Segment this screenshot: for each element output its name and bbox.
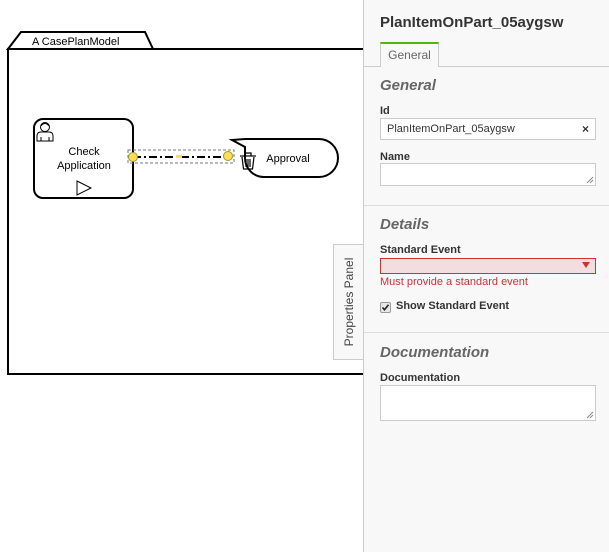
resize-grip-icon[interactable] [586, 411, 594, 419]
resize-grip-icon[interactable] [586, 176, 594, 184]
group-separator [364, 332, 609, 333]
plan-item-on-part-connection[interactable] [127, 149, 235, 164]
group-separator [364, 205, 609, 206]
task-label-line1: Check [68, 146, 100, 158]
name-textarea[interactable] [380, 163, 596, 186]
documentation-label: Documentation [380, 372, 461, 384]
connection-midpoint-handle[interactable] [176, 155, 182, 158]
human-user-icon [36, 122, 54, 142]
diagram-svg: A CasePlanModel Check Application Approv… [5, 31, 364, 375]
show-standard-event-checkbox[interactable] [380, 302, 391, 313]
properties-panel-toggle-label: Properties Panel [341, 257, 356, 347]
trash-icon[interactable] [240, 152, 256, 170]
diagram-canvas[interactable]: A CasePlanModel Check Application Approv… [0, 0, 364, 552]
tab-general[interactable]: General [380, 42, 439, 67]
case-plan-model-label: A CasePlanModel [32, 36, 119, 48]
group-title-general: General [380, 77, 436, 94]
task-label-line2: Application [57, 160, 111, 172]
checkmark-icon [381, 304, 390, 312]
selection-outline [127, 149, 235, 164]
case-plan-model-body[interactable] [7, 48, 364, 375]
show-standard-event-label[interactable]: Show Standard Event [396, 300, 510, 312]
connection-start-handle[interactable] [128, 152, 138, 162]
case-plan-model-tab[interactable]: A CasePlanModel [5, 31, 155, 50]
id-input-value: PlanItemOnPart_05aygsw [387, 123, 515, 135]
standard-event-label: Standard Event [380, 244, 461, 256]
standard-event-error: Must provide a standard event [380, 276, 528, 288]
group-title-details: Details [380, 216, 430, 233]
id-input[interactable]: PlanItemOnPart_05aygsw × [380, 118, 596, 140]
properties-panel-toggle[interactable]: Properties Panel [333, 244, 363, 360]
task-check-application[interactable]: Check Application [33, 118, 134, 199]
group-title-documentation: Documentation [380, 344, 490, 361]
name-label: Name [380, 151, 410, 163]
documentation-textarea[interactable] [380, 385, 596, 421]
properties-panel: PlanItemOnPart_05aygsw General General I… [363, 0, 609, 552]
standard-event-select[interactable] [380, 258, 596, 274]
id-label: Id [380, 105, 390, 117]
milestone-approval[interactable]: Approval [228, 138, 339, 178]
connection-end-handle[interactable] [223, 151, 233, 161]
clear-icon[interactable]: × [581, 122, 589, 136]
play-marker-icon [76, 180, 93, 196]
panel-title: PlanItemOnPart_05aygsw [380, 14, 564, 31]
tabs-bar [364, 66, 609, 67]
milestone-label: Approval [266, 153, 309, 165]
chevron-down-icon [582, 262, 590, 268]
